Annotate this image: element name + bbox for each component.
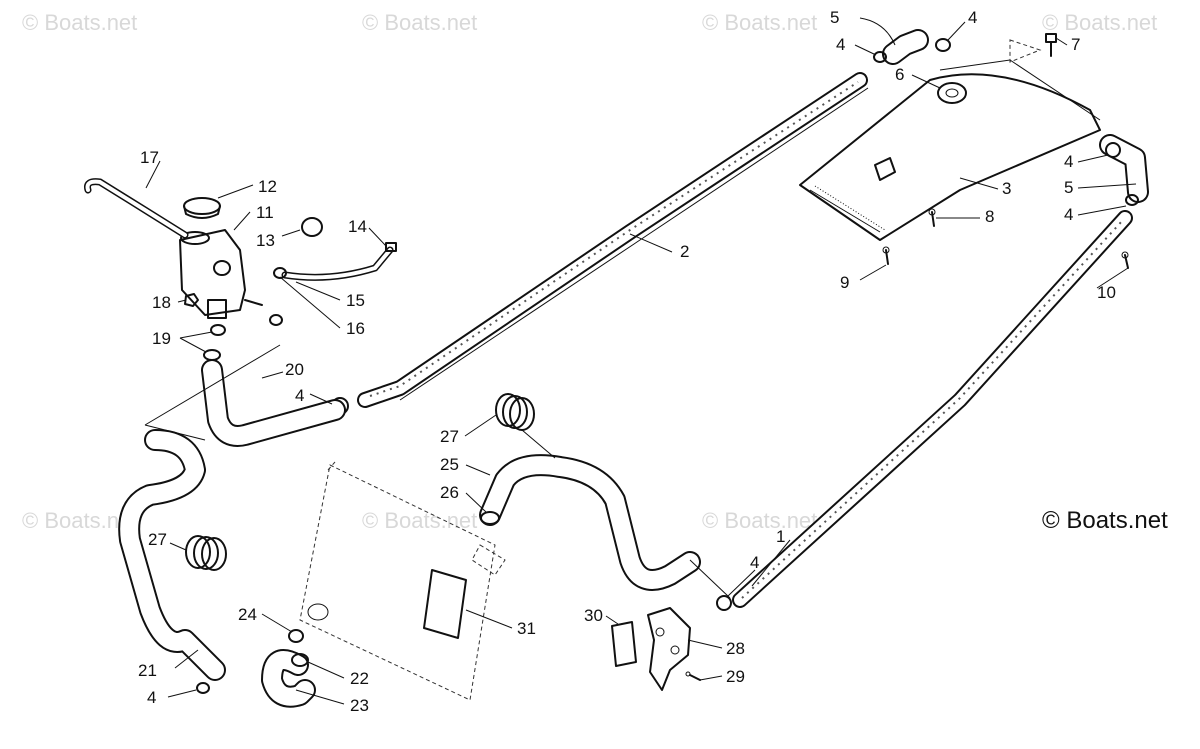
watermark-main-text: © Boats.net bbox=[1042, 507, 1168, 534]
bracket-on-exchanger bbox=[874, 157, 896, 181]
part-12-cap[interactable] bbox=[183, 197, 221, 219]
callout-4: 4 bbox=[295, 386, 304, 405]
callout-4: 4 bbox=[147, 688, 156, 707]
part-20-hose[interactable] bbox=[201, 359, 346, 447]
part-21-hose[interactable] bbox=[118, 429, 226, 681]
callout-18: 18 bbox=[152, 293, 171, 312]
callout-23: 23 bbox=[350, 696, 369, 715]
part-9-rivet[interactable] bbox=[882, 246, 890, 265]
part-25-hose[interactable] bbox=[479, 454, 701, 591]
radiator-outline bbox=[299, 461, 506, 701]
watermark-text: © Boats.net bbox=[702, 508, 817, 533]
watermark-text: © Boats.net bbox=[362, 508, 477, 533]
part-14-fitting[interactable] bbox=[385, 242, 397, 252]
part-10-rivet[interactable] bbox=[1121, 251, 1129, 269]
callout-28: 28 bbox=[726, 639, 745, 658]
part-18-nut[interactable] bbox=[184, 293, 199, 307]
callout-21: 21 bbox=[138, 661, 157, 680]
callout-24: 24 bbox=[238, 605, 257, 624]
callout-12: 12 bbox=[258, 177, 277, 196]
callout-11: 11 bbox=[256, 203, 274, 222]
callout-8: 8 bbox=[985, 207, 994, 226]
part-2-cooling-tube[interactable] bbox=[357, 72, 869, 408]
part-15-hose[interactable] bbox=[281, 246, 394, 281]
reference-lines-25 bbox=[521, 429, 731, 599]
part-30-pad[interactable] bbox=[611, 621, 637, 667]
callout-7: 7 bbox=[1071, 35, 1080, 54]
callout-27: 27 bbox=[148, 530, 167, 549]
part-13-clamp[interactable] bbox=[301, 217, 323, 237]
part-7-bolt[interactable] bbox=[1009, 33, 1057, 63]
part-29-screw[interactable] bbox=[685, 671, 701, 681]
callout-30: 30 bbox=[584, 606, 603, 625]
callout-15: 15 bbox=[346, 291, 365, 310]
part-5-hose-upper[interactable] bbox=[882, 29, 929, 65]
part-17-overflow-hose[interactable] bbox=[84, 178, 189, 239]
part-23-hose[interactable] bbox=[261, 649, 316, 708]
callout-5: 5 bbox=[830, 8, 839, 27]
part-16-clamp[interactable] bbox=[269, 267, 287, 326]
callout-17: 17 bbox=[140, 148, 159, 167]
watermark-text: © Boats.net bbox=[1042, 10, 1157, 35]
callout-9: 9 bbox=[840, 273, 849, 292]
part-1-cooling-tube[interactable] bbox=[732, 210, 1133, 608]
watermarks: © Boats.net © Boats.net © Boats.net © Bo… bbox=[22, 10, 1168, 534]
callout-4: 4 bbox=[836, 35, 845, 54]
callout-14: 14 bbox=[348, 217, 367, 236]
watermark-text: © Boats.net bbox=[22, 508, 137, 533]
part-27-spring-clamp-upper[interactable] bbox=[495, 393, 535, 431]
callout-16: 16 bbox=[346, 319, 365, 338]
part-27-spring-clamp-lower[interactable] bbox=[185, 535, 227, 571]
part-28-bracket[interactable] bbox=[647, 607, 691, 691]
watermark-text: © Boats.net bbox=[702, 10, 817, 35]
callout-3: 3 bbox=[1002, 179, 1011, 198]
callout-22: 22 bbox=[350, 669, 369, 688]
watermark-text: © Boats.net bbox=[362, 10, 477, 35]
callout-2: 2 bbox=[680, 242, 689, 261]
reference-lines bbox=[144, 344, 281, 441]
callout-26: 26 bbox=[440, 483, 459, 502]
part-31-pad[interactable] bbox=[423, 569, 467, 639]
callout-4: 4 bbox=[1064, 152, 1073, 171]
part-11-reservoir[interactable] bbox=[179, 229, 263, 319]
callout-5: 5 bbox=[1064, 178, 1073, 197]
part-6-fitting[interactable] bbox=[937, 82, 967, 104]
part-5-hose-right[interactable] bbox=[1099, 134, 1149, 203]
part-22-clamp[interactable] bbox=[291, 653, 309, 667]
part-19-clamp[interactable] bbox=[203, 324, 226, 361]
callout-13: 13 bbox=[256, 231, 275, 250]
callout-4: 4 bbox=[968, 8, 977, 27]
callout-19: 19 bbox=[152, 329, 171, 348]
leader-lines bbox=[145, 17, 1137, 705]
callout-25: 25 bbox=[440, 455, 459, 474]
callout-31: 31 bbox=[517, 619, 536, 638]
callout-labels: 5 4 4 7 6 3 8 9 4 5 4 10 2 17 12 11 13 1… bbox=[138, 8, 1116, 715]
callout-6: 6 bbox=[895, 65, 904, 84]
callout-4: 4 bbox=[1064, 205, 1073, 224]
callout-20: 20 bbox=[285, 360, 304, 379]
part-26-clamp[interactable] bbox=[480, 511, 500, 525]
callout-27: 27 bbox=[440, 427, 459, 446]
watermark-text: © Boats.net bbox=[22, 10, 137, 35]
part-8-rivet[interactable] bbox=[928, 208, 936, 227]
callout-10: 10 bbox=[1097, 283, 1116, 302]
callout-4: 4 bbox=[750, 553, 759, 572]
part-24-clamp[interactable] bbox=[288, 603, 329, 643]
callout-29: 29 bbox=[726, 667, 745, 686]
callout-1: 1 bbox=[776, 527, 785, 546]
